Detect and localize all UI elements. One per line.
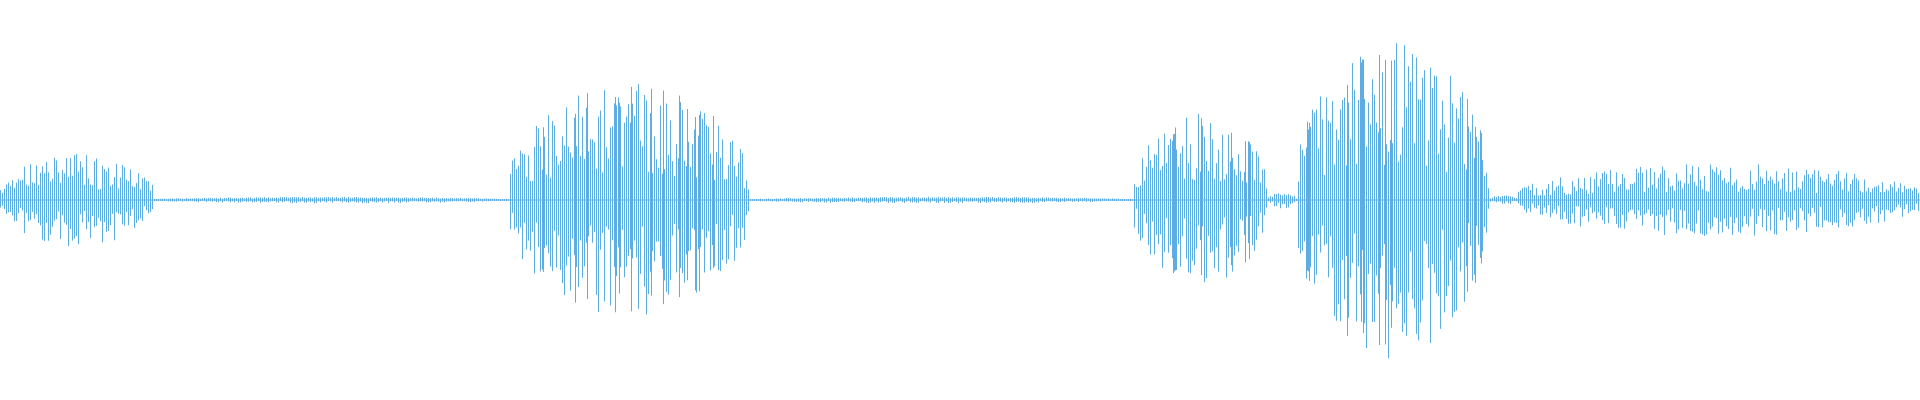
waveform-bars <box>0 43 1919 359</box>
